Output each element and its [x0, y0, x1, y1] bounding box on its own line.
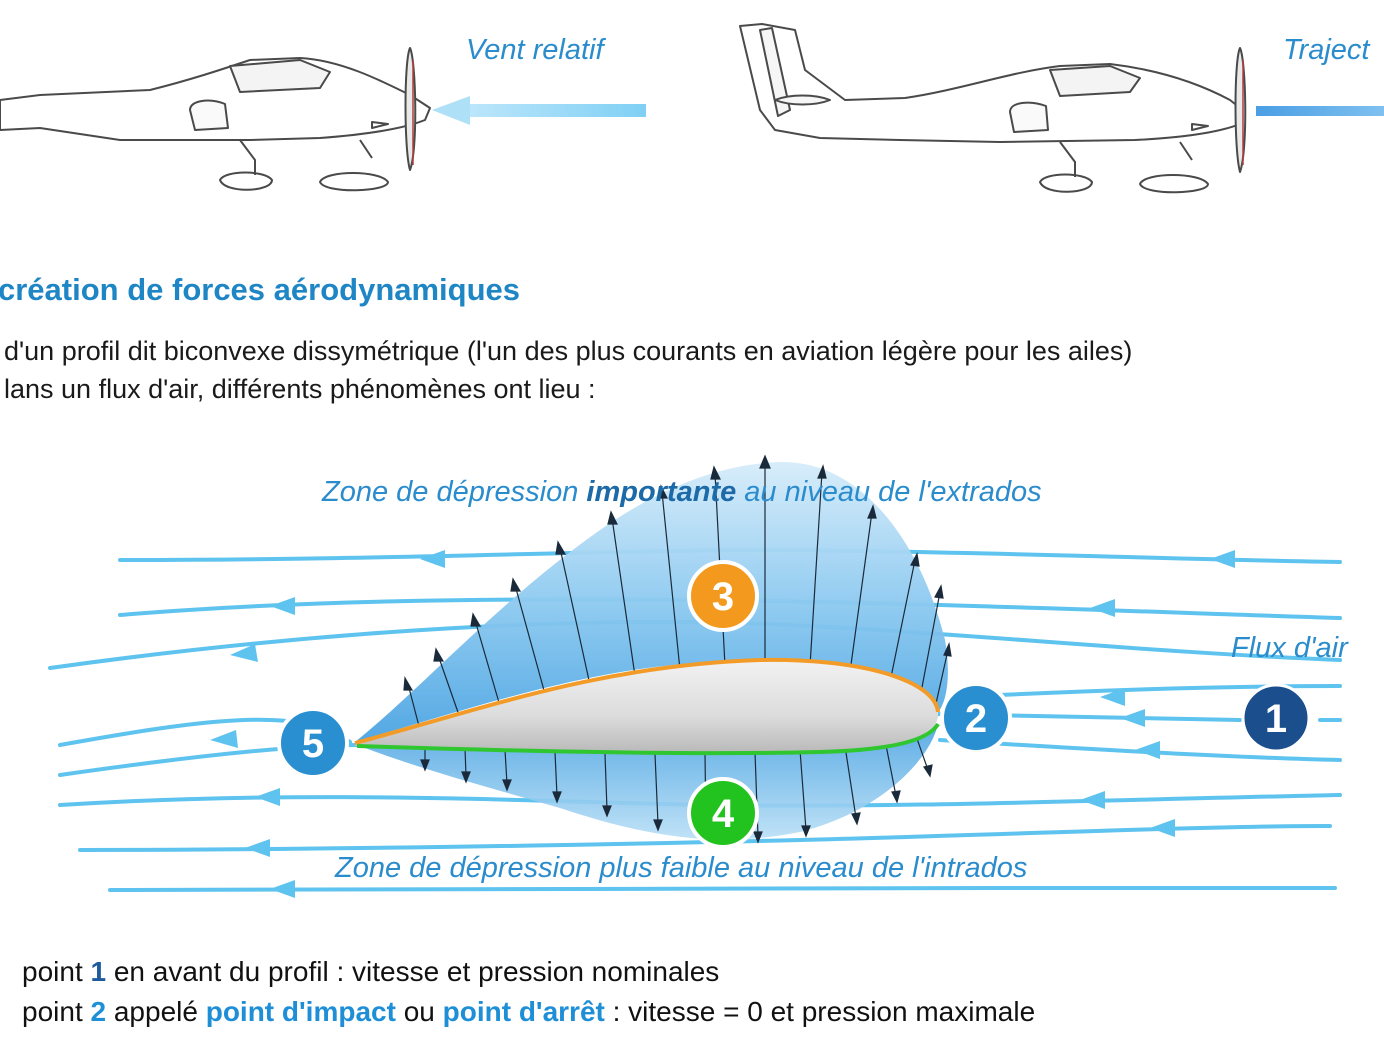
- airfoil-pressure-diagram: 1 2 3 4 5: [48, 454, 1342, 898]
- right-airplane-illustration: [739, 23, 1247, 194]
- trajectory-caption: Traject: [1283, 34, 1370, 66]
- upper-zone-caption-suffix: au niveau de l'extrados: [736, 476, 1042, 508]
- point-4-label: 4: [712, 792, 735, 836]
- flow-label: Flux d'air: [1231, 632, 1348, 664]
- term-point-impact: point d'impact: [205, 996, 396, 1027]
- intro-paragraph-line-2: lans un flux d'air, différents phénomène…: [4, 374, 596, 404]
- relative-wind-caption: Vent relatif: [466, 34, 604, 66]
- trajectory-arrow: [1256, 106, 1384, 116]
- intrados-line: [356, 722, 940, 756]
- point-1-marker: 1: [1241, 683, 1311, 753]
- list-item-point-2: point 2 appelé point d'impact ou point d…: [22, 996, 1035, 1028]
- point-number-2: 2: [90, 996, 107, 1027]
- list-text: point: [22, 956, 91, 987]
- list-text: ou: [395, 996, 443, 1027]
- upper-zone-caption-prefix: Zone de dépression: [322, 476, 587, 508]
- point-5-label: 5: [302, 722, 324, 766]
- upper-zone-caption: Zone de dépression importante au niveau …: [322, 476, 1042, 509]
- upper-pressure-zone: [355, 461, 948, 742]
- point-5-marker: 5: [277, 707, 349, 779]
- airplanes-figure: [0, 23, 1384, 194]
- list-text: appelé: [106, 996, 206, 1027]
- point-3-marker: 3: [687, 560, 759, 632]
- list-text: : vitesse = 0 et pression maximale: [604, 996, 1036, 1027]
- list-item-point-1: point 1 en avant du profil : vitesse et …: [22, 956, 719, 988]
- point-2-label: 2: [965, 697, 987, 741]
- point-3-label: 3: [712, 575, 734, 619]
- left-airplane-illustration: [0, 47, 431, 192]
- airfoil-profile: [355, 659, 939, 754]
- point-2-marker: 2: [940, 682, 1012, 754]
- point-number-1: 1: [90, 956, 107, 987]
- upper-zone-caption-bold: importante: [586, 476, 737, 508]
- lower-zone-caption: Zone de dépression plus faible au niveau…: [335, 852, 1028, 884]
- term-point-arret: point d'arrêt: [442, 996, 605, 1027]
- relative-wind-arrow: [432, 96, 646, 125]
- point-4-marker: 4: [687, 777, 759, 849]
- list-text: point: [22, 996, 91, 1027]
- extrados-line: [354, 657, 940, 745]
- streamline-arrowheads: [210, 550, 1235, 898]
- list-text: en avant du profil : vitesse et pression…: [106, 956, 720, 987]
- section-title: création de forces aérodynamiques: [0, 272, 521, 307]
- upper-pressure-vectors: [403, 454, 952, 731]
- intro-paragraph-line-1: d'un profil dit biconvexe dissymétrique …: [4, 336, 1133, 366]
- point-1-label: 1: [1265, 697, 1287, 741]
